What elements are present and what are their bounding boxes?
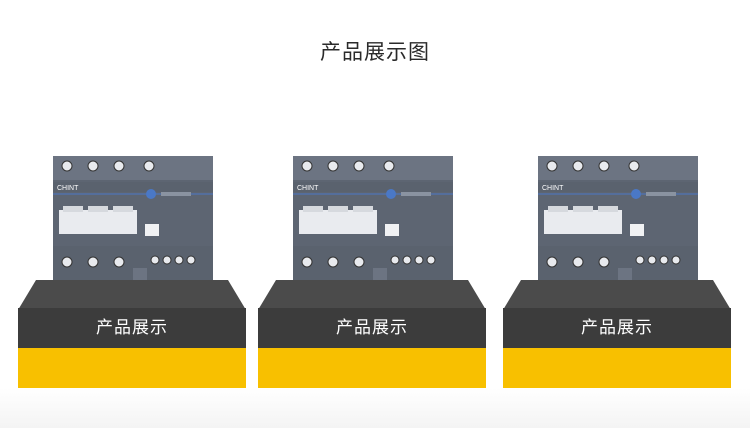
bottom-fade [0,388,750,428]
pedestal-top [258,280,486,320]
product-card-3[interactable]: CHINT 产品展示 [503,150,731,390]
circuit-breaker-image: CHINT [293,150,463,290]
product-card-2[interactable]: CHINT 产品展示 [258,150,486,390]
card-label: 产品展示 [258,308,486,348]
card-label: 产品展示 [503,308,731,348]
brand-logo: CHINT [57,185,79,192]
circuit-breaker-image: CHINT [538,150,708,290]
pedestal-base [18,348,246,388]
card-label: 产品展示 [18,308,246,348]
circuit-breaker-image: CHINT [53,150,223,290]
product-card-1[interactable]: CHINT 产品展示 [18,150,246,390]
brand-logo: CHINT [542,185,564,192]
pedestal-top [18,280,246,320]
pedestal-base [503,348,731,388]
brand-logo: CHINT [297,185,319,192]
pedestal-top [503,280,731,320]
page-title: 产品展示图 [320,40,430,64]
pedestal-base [258,348,486,388]
